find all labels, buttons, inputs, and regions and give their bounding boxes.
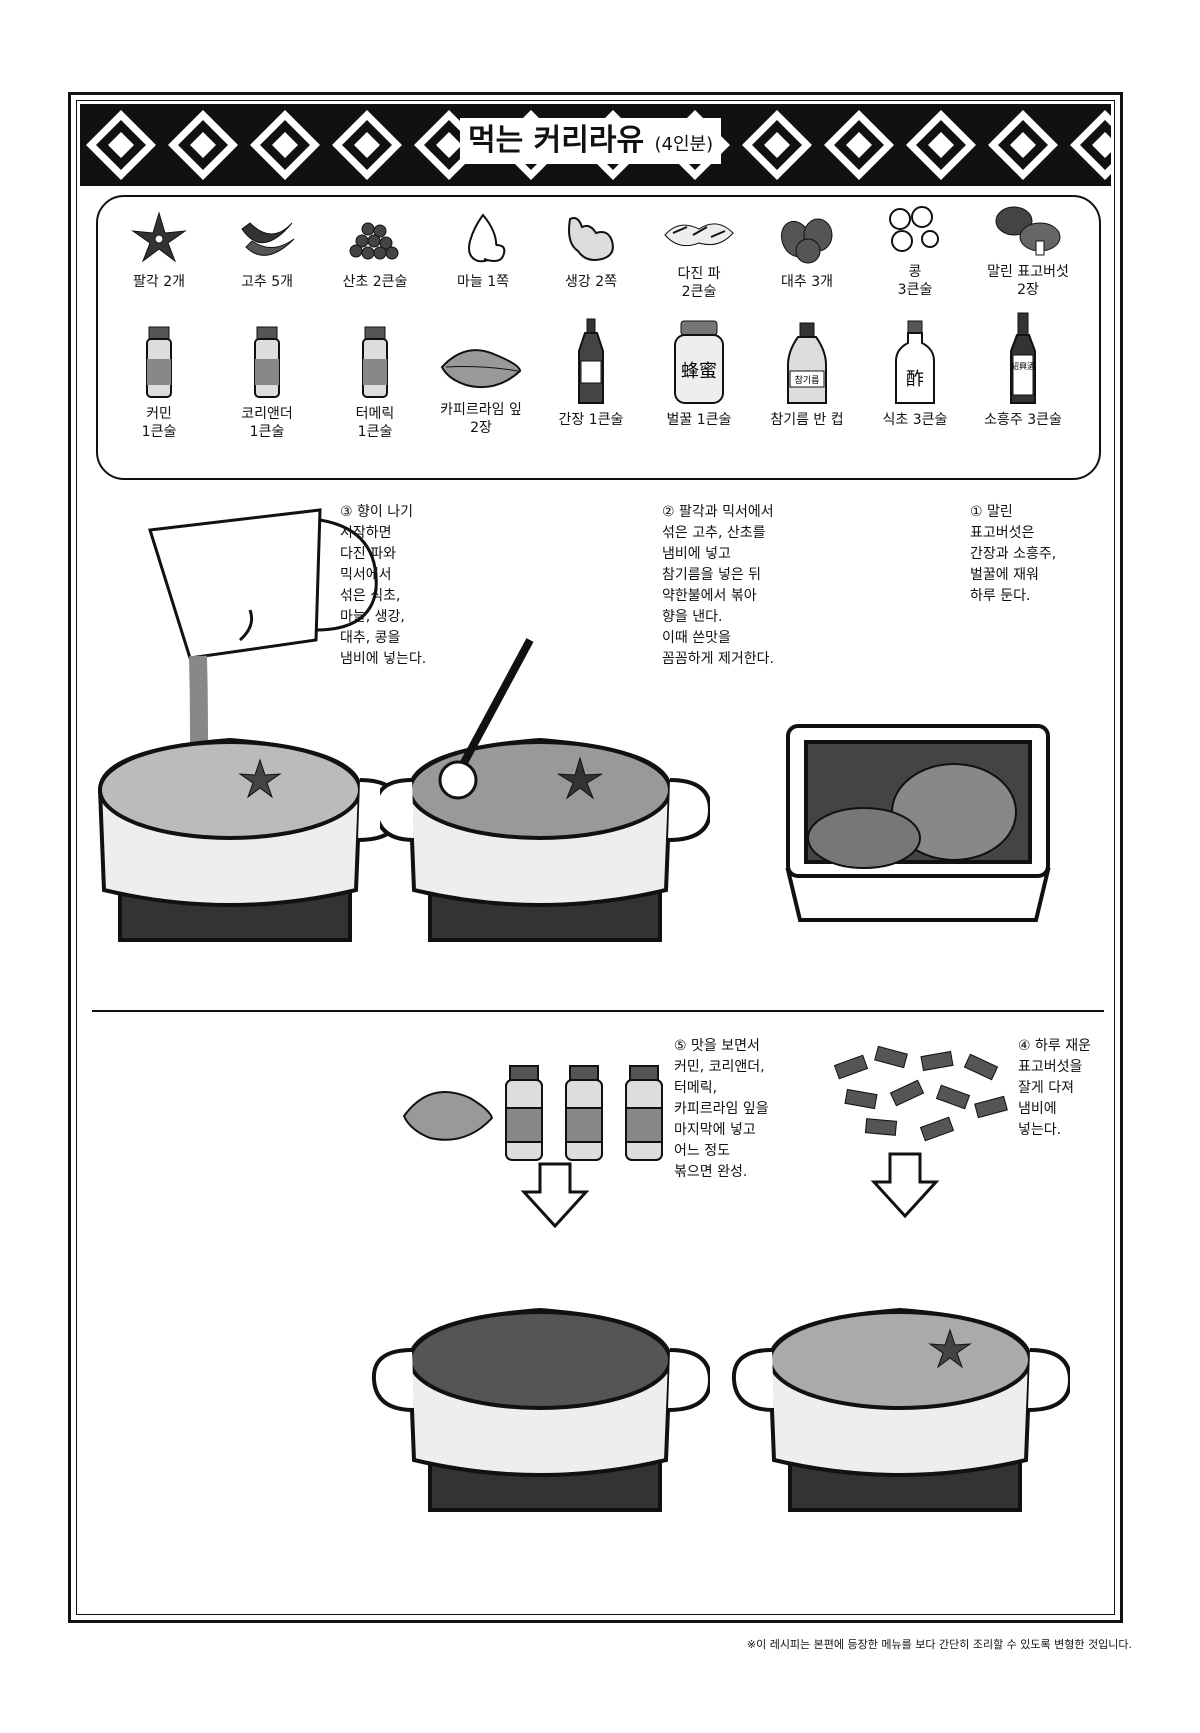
section-divider: [92, 1010, 1104, 1012]
down-arrow-icon: [870, 1152, 940, 1219]
ingredient-label: 생강 2쪽: [565, 274, 617, 290]
step-5-illustration: [371, 1307, 710, 1512]
ingredients-panel: 팔각 2개 고추 5개 산초 2큰술 마늘 1쪽 생강 2쪽: [96, 195, 1101, 480]
ladle-icon: [438, 638, 534, 800]
bean-icon: [889, 206, 939, 252]
garlic-icon: [468, 213, 506, 263]
sansho-icon: [349, 222, 399, 260]
honey-jar-icon: 蜂蜜: [674, 320, 724, 404]
step-5-ingredients: [402, 1065, 663, 1161]
recipe-title: 먹는 커리라유 (4인분): [460, 118, 722, 164]
ingredient-sansho: 산초 2큰술: [320, 209, 430, 291]
page-frame-inner: [76, 100, 1115, 1615]
pot-icon: [731, 1307, 1070, 1512]
ingredient-garlic: 마늘 1쪽: [428, 209, 538, 291]
pot-icon: [380, 737, 710, 942]
spice-jar-icon: [505, 1065, 663, 1161]
ingredient-label: 다진 파 2큰술: [677, 266, 721, 300]
ingredient-label: 카피르라임 잎 2장: [440, 402, 522, 436]
page-frame: [68, 92, 1123, 1623]
ingredient-label: 고추 5개: [241, 274, 293, 290]
step-5-text: ⑤ 맛을 보면서 커민, 코리앤더, 터메릭, 카피르라임 잎을 마지막에 넣고…: [674, 1038, 769, 1180]
ingredient-soy-sauce: 간장 1큰술: [536, 317, 646, 429]
pot-icon: [97, 737, 403, 942]
chopped-shiitake-illustration: [833, 1045, 1008, 1142]
ingredient-honey: 蜂蜜 벌꿀 1큰술: [644, 317, 754, 429]
ingredient-coriander: 코리앤더 1큰술: [212, 325, 322, 441]
ingredient-label: 팔각 2개: [133, 274, 185, 290]
step-4-illustration: [731, 1307, 1070, 1512]
step-3-text: ③ 향이 나기 시작하면 다진 파와 믹서에서 섞은 식초, 마늘, 생강, 대…: [340, 504, 427, 667]
shaoxing-wine-bottle-icon: 紹興酒: [1010, 312, 1036, 404]
step-1-text: ① 말린 표고버섯은 간장과 소흥주, 벌꿀에 재워 하루 둔다.: [970, 504, 1057, 604]
scallion-icon: [664, 223, 734, 247]
ingredient-label: 마늘 1쪽: [457, 274, 509, 290]
recipe-title-main: 먹는 커리라유: [468, 123, 645, 158]
ingredient-bean: 콩 3큰술: [860, 203, 970, 299]
ingredient-shiitake: 말린 표고버섯 2장: [966, 201, 1090, 299]
lime-leaf-icon: [402, 1091, 494, 1141]
ingredient-label: 소흥주 3큰술: [984, 412, 1062, 428]
jujube-icon: [780, 218, 833, 264]
ingredient-label: 벌꿀 1큰술: [666, 412, 732, 428]
ingredient-sesame-oil: 참기름 참기름 반 컵: [752, 321, 862, 429]
footnote: ※이 레시피는 본편에 등장한 메뉴를 보다 간단히 조리할 수 있도록 변형한…: [746, 1638, 1132, 1651]
shaoxing-label: 紹興酒: [1011, 361, 1035, 371]
down-arrow-icon: [520, 1162, 590, 1229]
ingredient-label: 산초 2큰술: [342, 274, 408, 290]
recipe-serving: (4인분): [654, 134, 714, 155]
ingredient-turmeric: 터메릭 1큰술: [320, 325, 430, 441]
ingredient-star-anise: 팔각 2개: [104, 209, 214, 291]
vinegar-bottle-icon: 酢: [895, 320, 935, 404]
ingredient-label: 식초 3큰술: [882, 412, 948, 428]
ingredient-cumin: 커민 1큰술: [104, 325, 214, 441]
ingredient-ginger: 생강 2쪽: [536, 209, 646, 291]
honey-label: 蜂蜜: [681, 361, 717, 382]
ingredient-shaoxing-wine: 紹興酒 소흥주 3큰술: [968, 311, 1078, 429]
soy-sauce-bottle-icon: [578, 318, 604, 404]
shiitake-icon: [807, 763, 1017, 869]
star-anise-icon: [928, 1328, 972, 1369]
spice-jar-icon: [362, 326, 388, 398]
step-1-illustration: [785, 724, 1051, 922]
lime-leaf-icon: [440, 349, 522, 389]
step-4-text: ④ 하루 재운 표고버섯을 잘게 다져 냄비에 넣는다.: [1018, 1038, 1091, 1138]
ingredient-label: 대추 3개: [781, 274, 833, 290]
sesame-oil-label: 참기름: [795, 375, 820, 386]
pot-icon: [371, 1307, 710, 1512]
ingredient-label: 말린 표고버섯 2장: [987, 264, 1069, 298]
star-anise-icon: [238, 758, 282, 799]
spice-jar-icon: [146, 326, 172, 398]
shiitake-icon: [995, 206, 1061, 256]
ingredient-kaffir-lime-leaf: 카피르라임 잎 2장: [416, 337, 546, 437]
step-2-text: ② 팔각과 믹서에서 섞은 고추, 산초를 냄비에 넣고 참기름을 넣은 뒤 약…: [662, 504, 774, 667]
ingredient-scallion: 다진 파 2큰술: [644, 205, 754, 301]
spice-jar-icon: [254, 326, 280, 398]
ingredient-label: 참기름 반 컵: [770, 412, 844, 428]
ginger-icon: [568, 217, 614, 261]
ingredient-label: 콩 3큰술: [897, 264, 933, 298]
ingredient-label: 터메릭 1큰술: [355, 406, 395, 440]
star-anise-icon: [557, 756, 603, 800]
ingredient-label: 간장 1큰술: [558, 412, 624, 428]
ingredient-label: 코리앤더 1큰술: [241, 406, 293, 440]
ingredient-vinegar: 酢 식초 3큰술: [860, 319, 970, 429]
chili-icon: [241, 222, 295, 256]
step-2-illustration: [380, 638, 710, 942]
step-3-illustration: [97, 508, 403, 942]
ingredient-jujube: 대추 3개: [752, 209, 862, 291]
ingredient-chili: 고추 5개: [212, 209, 322, 291]
mixer-pitcher-icon: [148, 508, 378, 660]
sesame-oil-bottle-icon: 참기름: [787, 322, 827, 404]
ingredient-label: 커민 1큰술: [141, 406, 177, 440]
vinegar-label: 酢: [906, 369, 924, 390]
star-anise-icon: [131, 211, 187, 263]
